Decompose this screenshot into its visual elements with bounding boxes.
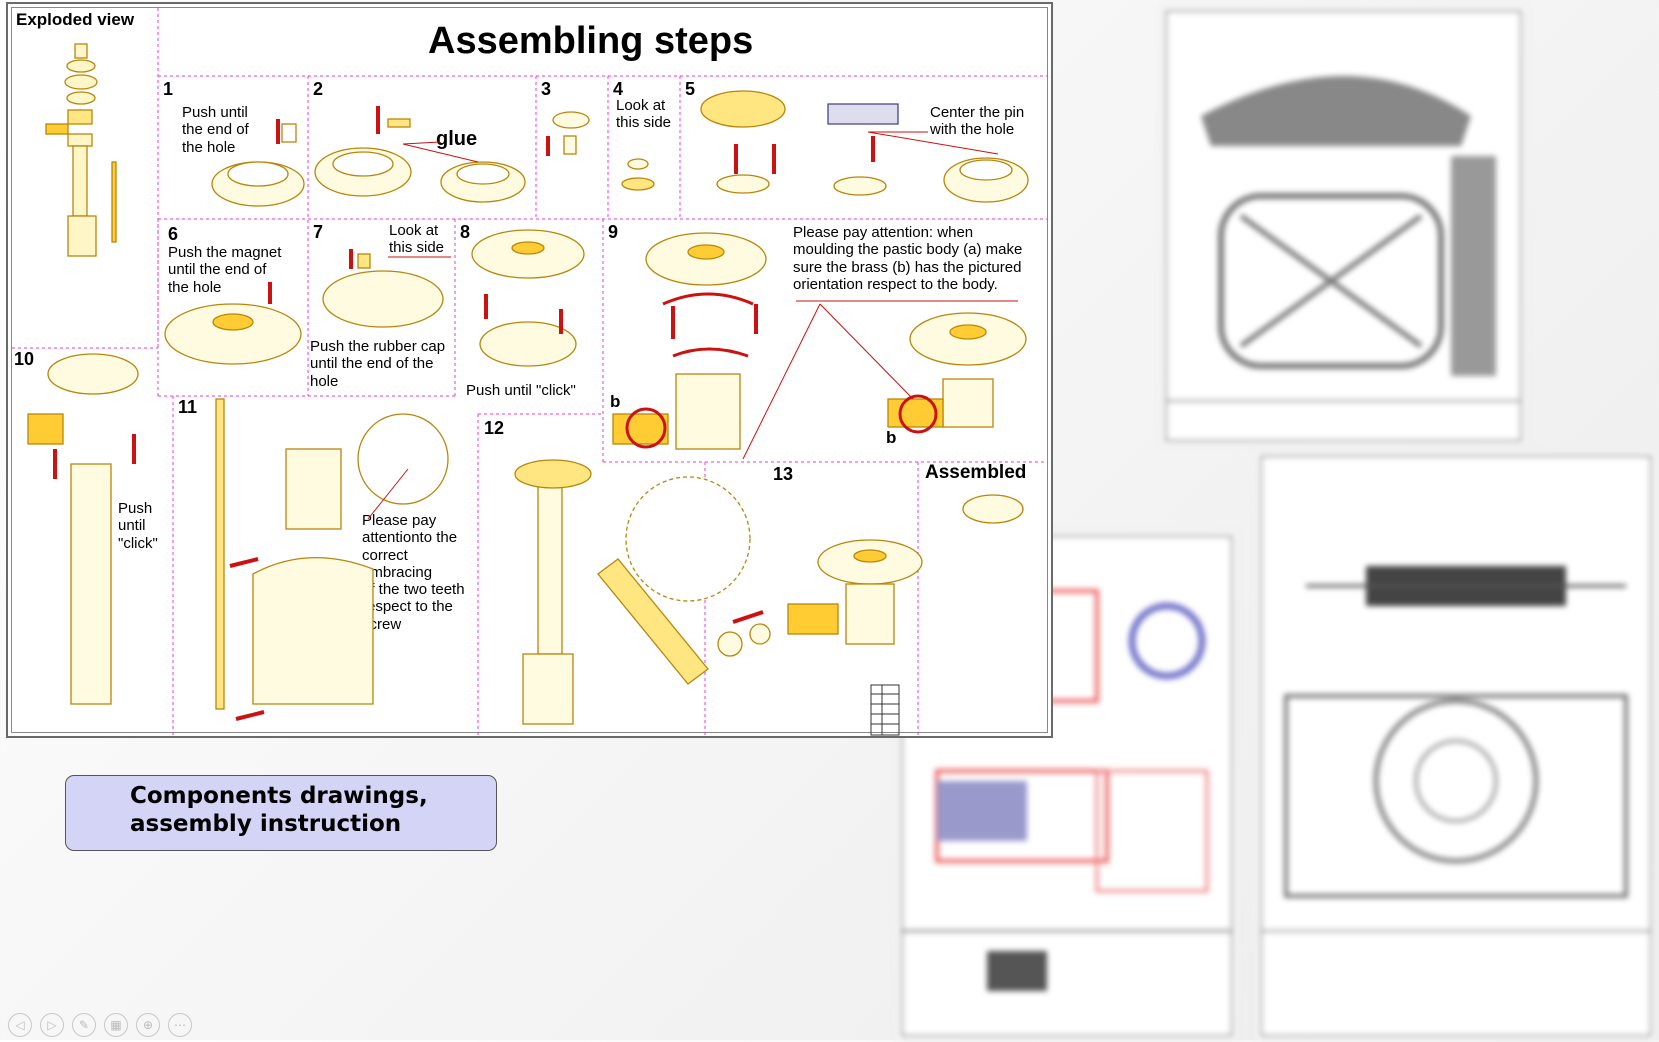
step-2-number: 2	[313, 79, 324, 99]
background-drawing-top	[1160, 5, 1527, 447]
sheet-frame	[11, 7, 1048, 733]
step-12-number: 12	[484, 418, 505, 438]
assembly-instruction-sheet: Assembling steps Exploded view Assembled…	[6, 2, 1053, 738]
step-11-text: Please pay attentionto the correct embra…	[362, 512, 465, 633]
next-icon[interactable]: ▷	[40, 1013, 64, 1037]
zoom-icon[interactable]: ⊕	[136, 1013, 160, 1037]
caption-box: Components drawings, assembly instructio…	[65, 775, 497, 851]
step-9-text: Please pay attention: when moulding the …	[793, 224, 1023, 293]
background-drawing-top-art	[1165, 10, 1522, 442]
step-3-number: 3	[541, 79, 552, 99]
step-5-number: 5	[685, 79, 696, 99]
step-10-number: 10	[14, 349, 35, 369]
step-6-number: 6	[168, 224, 179, 244]
slideshow-controls: ◁ ▷ ✎ ▦ ⊕ ⋯	[8, 1013, 192, 1037]
step-4-number: 4	[613, 79, 624, 99]
assembled-label: Assembled	[925, 462, 1027, 483]
assembly-drawings	[27, 90, 1029, 725]
slides-icon[interactable]: ▦	[104, 1013, 128, 1037]
step-6-text: Push the magnet until the end of the hol…	[168, 244, 282, 296]
step-2-glue-label: glue	[436, 128, 478, 150]
step-5-text: Center the pin with the hole	[930, 104, 1025, 139]
step-7-text-top: Look at this side	[389, 222, 445, 257]
sheet-title: Assembling steps	[428, 20, 754, 62]
step-11-number: 11	[178, 397, 198, 417]
step-9-number: 9	[608, 222, 619, 242]
caption-line-2: assembly instruction	[130, 811, 402, 837]
panel-grid	[12, 8, 1048, 736]
step-8-text: Push until "click"	[466, 382, 576, 399]
step-7-text-bottom: Push the rubber cap until the end of the…	[310, 338, 446, 390]
background-drawing-right	[1255, 450, 1657, 1042]
step-1-text: Push until the end of the hole	[182, 104, 249, 156]
step-1-number: 1	[163, 79, 174, 99]
prev-icon[interactable]: ◁	[8, 1013, 32, 1037]
step-10-text: Push until "click"	[118, 500, 158, 552]
caption-line-1: Components drawings,	[130, 783, 428, 809]
background-drawing-red-art	[901, 535, 1233, 1037]
step-4-text: Look at this side	[616, 97, 672, 132]
exploded-view-label: Exploded view	[16, 10, 135, 29]
background-drawing-right-art	[1260, 455, 1652, 1037]
step-8-number: 8	[460, 222, 471, 242]
step-9-label-b-left: b	[610, 392, 621, 411]
step-13-number: 13	[773, 464, 794, 484]
step-9-label-b-right: b	[886, 428, 897, 447]
step-7-number: 7	[313, 222, 324, 242]
pen-icon[interactable]: ✎	[72, 1013, 96, 1037]
exploded-view-drawing	[45, 43, 117, 257]
more-icon[interactable]: ⋯	[168, 1013, 192, 1037]
title-block	[870, 684, 900, 736]
